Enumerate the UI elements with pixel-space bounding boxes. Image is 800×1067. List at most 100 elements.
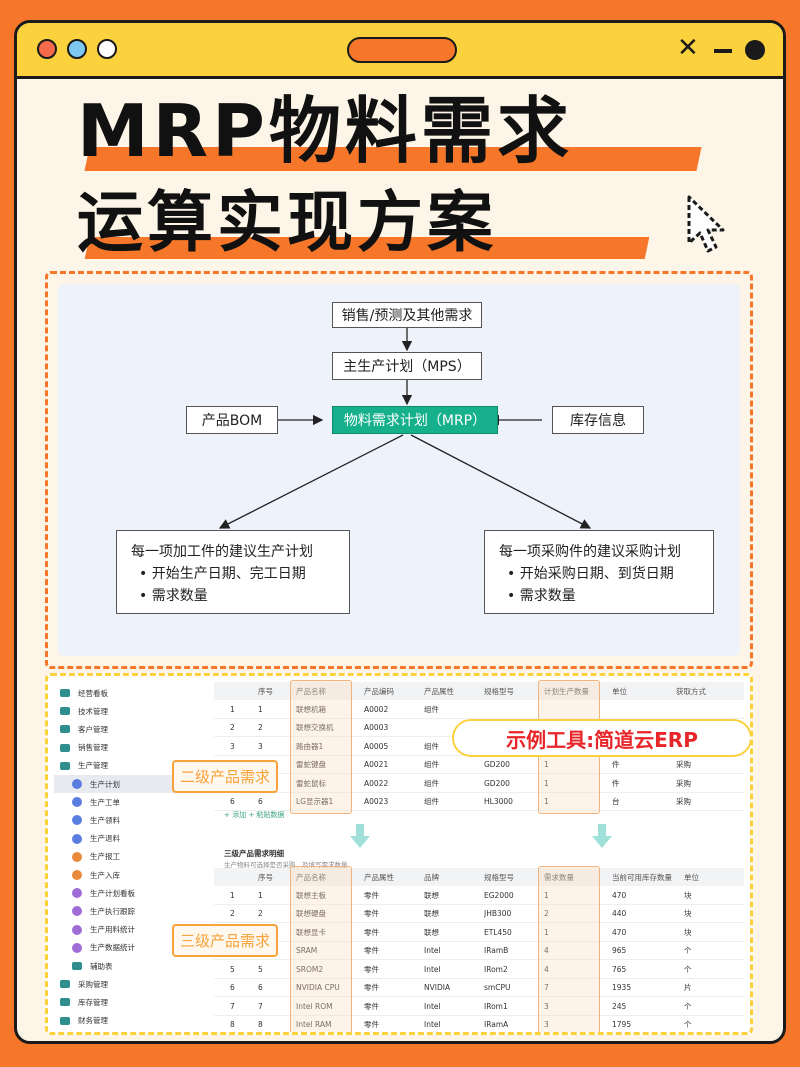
sidebar-item[interactable]: 财务管理 [54, 1012, 184, 1030]
folder-icon [60, 707, 70, 716]
table-cell: 4 [544, 946, 549, 955]
table-cell: 联想 [424, 927, 439, 937]
level2-tag: 二级产品需求 [172, 760, 279, 793]
column-highlight [538, 866, 600, 1032]
sidebar-item-label: 财务管理 [78, 1016, 108, 1026]
sidebar-item[interactable]: 生产执行跟踪 [54, 902, 184, 920]
erp-screenshot: 经营看板技术管理客户管理销售管理生产管理生产计划生产工单生产领料生产退料生产报工… [45, 673, 753, 1035]
table-cell: IRom1 [484, 1001, 508, 1011]
table-cell: 3 [544, 1020, 549, 1029]
table-header-cell: 产品属性 [364, 872, 394, 882]
sidebar-item[interactable]: 客户管理 [54, 720, 184, 738]
table-cell: 联想交换机 [296, 723, 334, 732]
sidebar-item[interactable]: 生产报工 [54, 848, 184, 866]
chart-icon [72, 888, 82, 899]
sidebar-item[interactable]: 生产计划看板 [54, 884, 184, 902]
table-cell: 个 [684, 1001, 692, 1011]
close-dot-icon[interactable] [37, 39, 57, 59]
record-icon[interactable] [745, 40, 765, 60]
folder-icon [72, 962, 82, 970]
table-cell: 零件 [364, 1020, 379, 1029]
headline-line-1: MRP物料需求 [77, 89, 573, 173]
minimize-dot-icon[interactable] [67, 39, 87, 59]
doc-icon [72, 815, 82, 826]
table-cell: Intel [424, 1001, 441, 1011]
table-cell: 块 [684, 890, 692, 900]
table-cell: 组件 [424, 797, 439, 806]
close-icon[interactable]: ✕ [677, 33, 699, 63]
table-header-cell: 序号 [258, 872, 273, 882]
table-cell: 2 [258, 723, 263, 732]
down-arrow-icon [350, 824, 370, 848]
table-cell: 3 [258, 741, 263, 751]
add-row-links[interactable]: + 添加 + 粘贴数据 [224, 811, 285, 819]
minimize-icon[interactable] [714, 49, 732, 53]
table-cell: Intel [424, 1020, 441, 1029]
production-plan-bullet: • 需求数量 [139, 588, 208, 604]
purchase-plan-bullet: • 开始采购日期、到货日期 [507, 566, 674, 582]
table-header-cell: 产品编码 [364, 686, 394, 696]
table-cell: 联想机箱 [296, 704, 326, 714]
table-cell: 零件 [364, 946, 379, 955]
sidebar-item[interactable]: 生产计划 [54, 775, 184, 793]
sidebar-item[interactable]: 辅助表 [54, 957, 184, 975]
table-cell: 2 [230, 909, 235, 918]
sidebar-item[interactable]: 采购管理 [54, 975, 184, 993]
table-cell: NVIDIA CPU [296, 983, 340, 992]
table-header-cell: 产品名称 [296, 686, 326, 696]
sidebar-item[interactable]: 技术管理 [54, 702, 184, 720]
table-cell: 雷蛇鼠标 [296, 778, 326, 788]
sidebar-item[interactable]: 生产退料 [54, 830, 184, 848]
sidebar-item[interactable]: 生产管理 [54, 757, 184, 775]
table-cell: 采购 [676, 797, 691, 806]
folder-icon [60, 998, 70, 1007]
table-cell: IRom2 [484, 964, 508, 974]
folder-icon [60, 761, 70, 770]
table-cell: smCPU [484, 983, 511, 992]
demand-sources-node: 销售/预测及其他需求 [332, 302, 482, 328]
maximize-dot-icon[interactable] [97, 39, 117, 59]
table-cell: 2 [544, 909, 549, 918]
sidebar-item-label: 生产工单 [90, 797, 120, 807]
title-pill [347, 37, 457, 63]
sidebar-item[interactable]: 生产领料 [54, 811, 184, 829]
table-cell: 1 [230, 704, 235, 714]
sidebar-item[interactable]: 经营看板 [54, 684, 184, 702]
sidebar-item[interactable]: 生产用料统计 [54, 921, 184, 939]
table-header-row: 序号产品名称产品编码产品属性规格型号计划生产数量单位获取方式 [214, 682, 744, 700]
table-cell: 零件 [364, 909, 379, 918]
table-cell: LG显示器1 [296, 797, 334, 806]
sidebar-item[interactable]: 生产入库 [54, 866, 184, 884]
table-cell: 1 [544, 797, 549, 806]
sidebar-item[interactable]: 生产数据统计 [54, 939, 184, 957]
doc-icon [72, 851, 82, 862]
doc-icon [72, 833, 82, 844]
table-header-cell: 获取方式 [676, 686, 706, 696]
sidebar-item[interactable]: 库存管理 [54, 993, 184, 1011]
sidebar-item[interactable]: 生产工单 [54, 793, 184, 811]
table-cell: 470 [612, 927, 627, 937]
table-cell: 245 [612, 1001, 627, 1011]
table-cell: A0003 [364, 723, 389, 732]
sidebar-item[interactable]: 销售管理 [54, 739, 184, 757]
sidebar-item-label: 辅助表 [90, 961, 113, 971]
column-highlight [290, 866, 352, 1032]
table-cell: 965 [612, 946, 627, 955]
sidebar-item-label: 技术管理 [78, 706, 108, 716]
sidebar-item-label: 生产领料 [90, 815, 120, 825]
sidebar-item-label: 生产管理 [78, 761, 108, 771]
table-cell: 联想 [424, 909, 439, 918]
folder-icon [60, 743, 70, 752]
table-cell: 765 [612, 964, 627, 974]
table-cell: 1 [544, 927, 549, 937]
table-cell: NVIDIA [424, 983, 451, 992]
